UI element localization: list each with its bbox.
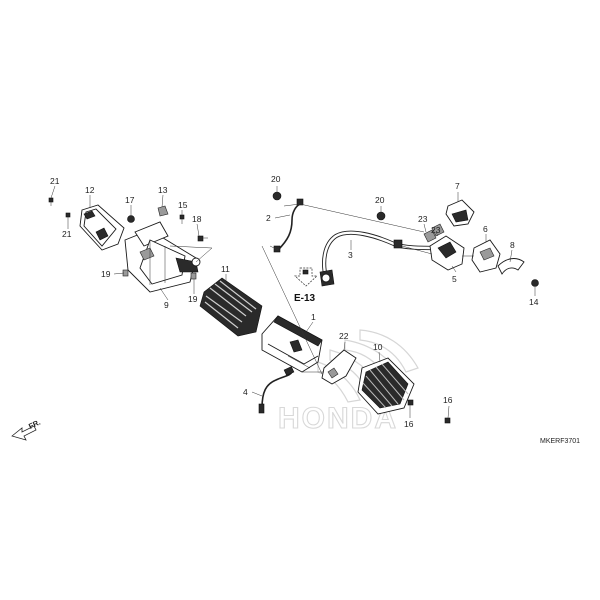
- part-cover-12: [79, 204, 125, 251]
- part-connector-7: [445, 199, 475, 227]
- part-duct-11: [199, 277, 263, 337]
- callout-19: 19: [101, 269, 111, 279]
- callout-23: 23: [431, 225, 441, 235]
- bolt-18: [197, 235, 208, 242]
- reference-arrow-e13: E-13: [294, 267, 318, 304]
- part-cover-6: [471, 239, 501, 273]
- part-relay-5: [423, 223, 465, 271]
- bolt-15: [179, 214, 185, 224]
- callout-15: 15: [178, 200, 188, 210]
- callout-1: 1: [311, 312, 316, 322]
- part-wire-2: [273, 198, 304, 253]
- front-direction-indicator: FR.: [11, 418, 42, 441]
- callout-18: 18: [192, 214, 202, 224]
- bolt-14: [531, 279, 539, 287]
- callout-19: 19: [188, 294, 198, 304]
- callout-14: 14: [529, 297, 539, 307]
- clip-13: [157, 205, 169, 217]
- callout-21: 21: [62, 229, 72, 239]
- part-band-8: [497, 258, 525, 275]
- callout-16: 16: [443, 395, 453, 405]
- callout-10: 10: [373, 342, 383, 352]
- callout-4: 4: [243, 387, 248, 397]
- bolt-20-upper: [272, 191, 282, 201]
- callout-6: 6: [483, 224, 488, 234]
- callout-13: 13: [158, 185, 168, 195]
- bolt-16-right: [444, 417, 451, 424]
- part-regulator-10: [357, 357, 415, 415]
- diagram-code: MKERF3701: [540, 438, 580, 445]
- callout-17: 17: [125, 195, 135, 205]
- part-wire-4: [258, 366, 295, 414]
- part-bracket-9: [124, 221, 201, 293]
- reference-label: E-13: [294, 293, 316, 304]
- callout-3: 3: [348, 250, 353, 260]
- callout-16: 16: [404, 419, 414, 429]
- bolt-16-left: [407, 399, 414, 406]
- callout-8: 8: [510, 240, 515, 250]
- callout-9: 9: [164, 300, 169, 310]
- callout-2: 2: [266, 213, 271, 223]
- callouts: 21 12 21 13 17 15 18 19 19 9 11 20 2 3 2…: [50, 174, 539, 429]
- callout-22: 22: [339, 331, 349, 341]
- callout-20: 20: [375, 195, 385, 205]
- front-direction-label: FR.: [27, 418, 42, 431]
- part-ecu-1: [261, 315, 323, 373]
- bolt-20-right: [376, 211, 386, 221]
- callout-5: 5: [452, 274, 457, 284]
- grommet-19-right: [190, 272, 197, 280]
- callout-7: 7: [455, 181, 460, 191]
- bolt-21-upper: [48, 197, 54, 206]
- part-bracket-22: [321, 349, 357, 385]
- callout-11: 11: [221, 264, 230, 274]
- callout-23: 23: [418, 214, 428, 224]
- part-harness-3: [319, 230, 441, 287]
- callout-12: 12: [85, 185, 95, 195]
- nut-17: [127, 215, 135, 223]
- leader-lines: [50, 185, 536, 419]
- callout-20: 20: [271, 174, 281, 184]
- callout-21: 21: [50, 176, 60, 186]
- bolt-21-lower: [65, 212, 71, 221]
